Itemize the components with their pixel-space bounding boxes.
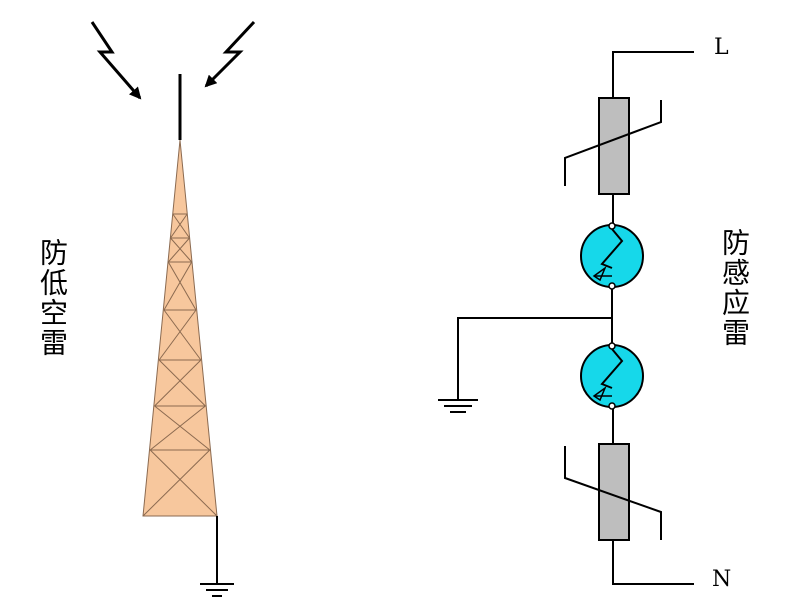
terminal-l-label: L bbox=[714, 35, 729, 60]
gas-tube-bottom-icon bbox=[580, 342, 644, 410]
terminal-n-label: N bbox=[712, 567, 732, 592]
varistor-top-icon bbox=[564, 97, 662, 195]
tower-ground-symbol-icon bbox=[200, 583, 234, 597]
label-anti-induced-lightning: 防感应雷 bbox=[718, 228, 751, 348]
wire-n-terminal bbox=[612, 540, 694, 585]
label-anti-low-altitude-lightning: 防低空雷 bbox=[36, 238, 69, 358]
varistor-bottom-icon bbox=[564, 443, 662, 541]
circuit-ground-symbol-icon bbox=[438, 399, 478, 413]
wire-l-terminal bbox=[612, 51, 694, 98]
lightning-bolt-right-icon bbox=[204, 20, 256, 88]
lightning-bolt-left-icon bbox=[90, 21, 142, 100]
tower-icon bbox=[142, 139, 218, 517]
wire-ground-branch bbox=[457, 317, 612, 400]
gas-tube-top-icon bbox=[580, 222, 644, 290]
